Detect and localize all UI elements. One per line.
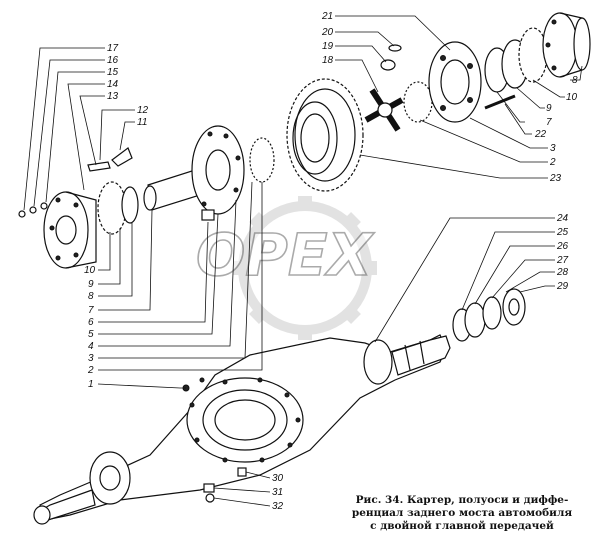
nut-17 <box>18 210 26 218</box>
washer-16 <box>29 206 37 214</box>
label-22: 22 <box>534 129 547 140</box>
leader-lines <box>23 15 583 507</box>
hub-right <box>542 12 591 78</box>
left-case-flange <box>191 125 245 215</box>
differential-upper-group <box>286 12 591 192</box>
label-1: 1 <box>88 379 94 390</box>
label-9-left: 9 <box>88 279 94 290</box>
label-7-left: 7 <box>88 305 94 316</box>
spider-cross <box>364 88 404 132</box>
label-16: 16 <box>107 55 119 66</box>
plug-30 <box>237 467 247 477</box>
differential-case-half <box>428 41 482 123</box>
label-7-right: 7 <box>546 117 552 128</box>
label-10-left: 10 <box>84 265 96 276</box>
washer-15 <box>40 202 48 210</box>
left-flange-hub <box>43 191 97 269</box>
label-8-left: 8 <box>88 291 94 302</box>
gasket-32 <box>205 493 215 503</box>
label-6: 6 <box>88 317 94 328</box>
figure-caption: Рис. 34. Картер, полуоси и диффе- ренциа… <box>328 494 596 533</box>
label-2-right: 2 <box>549 157 556 168</box>
label-4: 4 <box>88 341 94 352</box>
left-side-gear <box>249 137 275 183</box>
bearing-26 <box>464 302 486 338</box>
label-31: 31 <box>272 487 283 498</box>
caption-line-3: с двойной главной передачей <box>370 520 554 532</box>
label-8-right: 8 <box>572 75 578 86</box>
label-15: 15 <box>107 67 119 78</box>
label-27: 27 <box>556 255 569 266</box>
label-29: 29 <box>556 281 569 292</box>
label-32: 32 <box>272 501 284 512</box>
label-5: 5 <box>88 329 94 340</box>
label-3-left: 3 <box>88 353 94 364</box>
watermark-text: ОРЕХ <box>196 221 375 289</box>
label-19: 19 <box>322 41 334 52</box>
label-28: 28 <box>556 267 569 278</box>
label-18: 18 <box>322 55 334 66</box>
thrust-block <box>201 209 215 221</box>
label-30: 30 <box>272 473 284 484</box>
ring-27 <box>482 296 502 330</box>
satellite-gear <box>380 59 396 71</box>
label-10-right: 10 <box>566 92 578 103</box>
half-shaft <box>143 169 201 211</box>
label-21: 21 <box>321 11 333 22</box>
satellite-washer <box>388 44 402 52</box>
plug-31 <box>203 483 215 493</box>
label-17: 17 <box>107 43 119 54</box>
right-shaft-parts <box>452 288 526 342</box>
caption-line-1: Рис. 34. Картер, полуоси и диффе- <box>355 494 569 506</box>
part-labels: 21 20 19 18 8 10 9 7 22 3 2 23 17 16 15 … <box>84 11 578 512</box>
lock-plate-13 <box>87 161 111 172</box>
label-3-right: 3 <box>550 143 556 154</box>
label-23: 23 <box>549 173 562 184</box>
label-11: 11 <box>137 117 147 128</box>
left-axle-group <box>18 125 275 269</box>
axle-housing <box>33 334 451 525</box>
label-20: 20 <box>321 27 334 38</box>
label-2-left: 2 <box>87 365 94 376</box>
nut-28 <box>502 288 526 326</box>
lock-plate-11 <box>111 147 133 167</box>
label-12: 12 <box>137 105 149 116</box>
label-24: 24 <box>556 213 569 224</box>
ring-gear <box>286 78 364 192</box>
label-13: 13 <box>107 91 119 102</box>
label-9-right: 9 <box>546 103 552 114</box>
label-25: 25 <box>556 227 569 238</box>
label-14: 14 <box>107 79 119 90</box>
left-spacer <box>121 186 139 224</box>
label-26: 26 <box>556 241 569 252</box>
bearing-outer-right <box>518 27 548 83</box>
side-gear <box>403 81 433 123</box>
caption-line-2: ренциал заднего моста автомобиля <box>351 507 573 519</box>
